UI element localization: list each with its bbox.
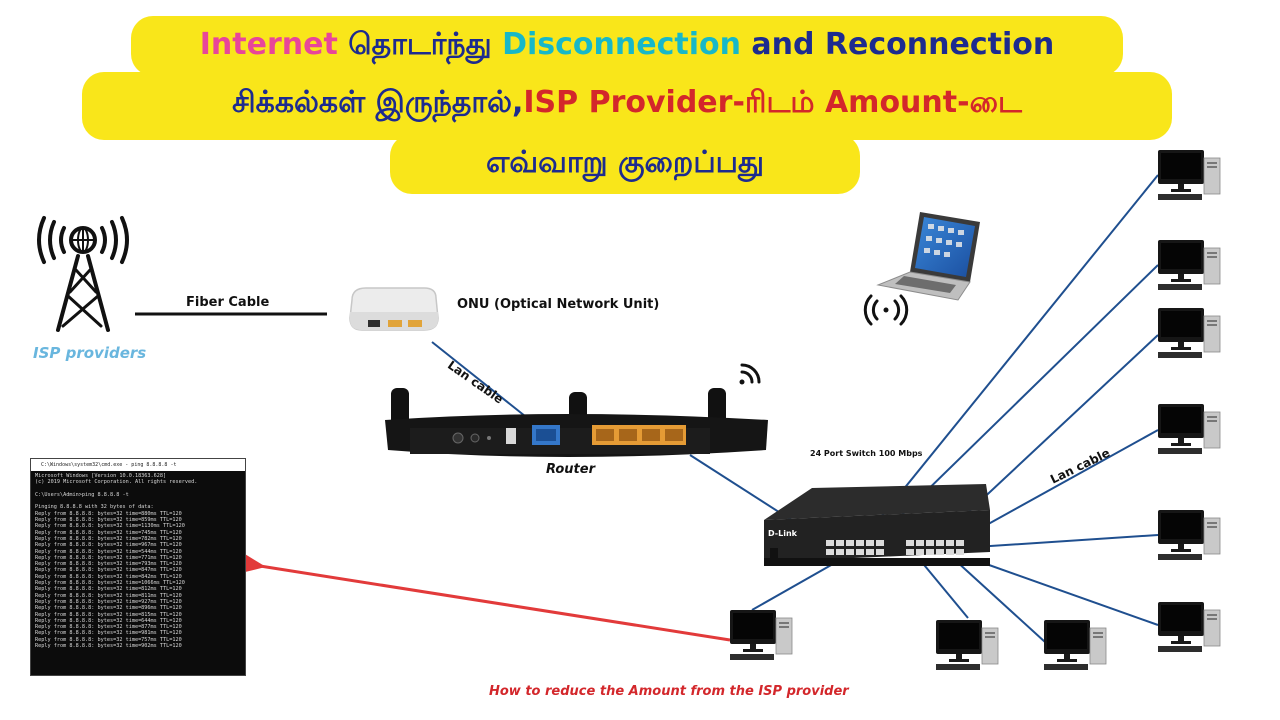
desktop-computer-icon (729, 609, 793, 661)
desktop-computer-icon (1157, 239, 1221, 291)
title-tamil-3: -ரிடம் (732, 85, 825, 120)
title-tamil-4: -டை (957, 85, 1022, 120)
cmd-line: Reply from 8.8.8.8: bytes=32 time=847ms … (35, 567, 182, 574)
cmd-line: Reply from 8.8.8.8: bytes=32 time=815ms … (35, 611, 182, 618)
cmd-line: Reply from 8.8.8.8: bytes=32 time=842ms … (35, 573, 182, 580)
cmd-line: C:\Users\Admin>ping 8.8.8.8 -t (35, 491, 129, 498)
desktop-computer-icon (935, 619, 999, 671)
cable-pc-7 (954, 559, 1046, 643)
cmd-line: Reply from 8.8.8.8: bytes=32 time=902ms … (35, 643, 182, 650)
title-tamil-1: தொடர்ந்து (337, 27, 503, 62)
title-banner-row2 (82, 72, 1172, 140)
title-banner-row3 (390, 134, 860, 194)
lan-cables (431, 174, 1159, 643)
cmd-line: Microsoft Windows [Version 10.0.18363.62… (35, 473, 167, 479)
cmd-line: Reply from 8.8.8.8: bytes=32 time=771ms … (35, 554, 182, 561)
title-line-1: Internet தொடர்ந்து Disconnection and Rec… (131, 30, 1123, 60)
cmd-line: Reply from 8.8.8.8: bytes=32 time=859ms … (35, 517, 182, 524)
cmd-line: Reply from 8.8.8.8: bytes=32 time=812ms … (35, 586, 182, 593)
desktop-computer-icon (1043, 619, 1107, 671)
wifi-icon-laptop (863, 294, 909, 326)
cmd-line: Reply from 8.8.8.8: bytes=32 time=927ms … (35, 598, 182, 605)
switch-label: 24 Port Switch 100 Mbps (810, 449, 923, 458)
desktop-computer-icon (1157, 601, 1221, 653)
cmd-line: Reply from 8.8.8.8: bytes=32 time=877ms … (35, 624, 182, 631)
cmd-title-bar: C:\Windows\system32\cmd.exe - ping 8.8.8… (31, 459, 245, 471)
cmd-line: Reply from 8.8.8.8: bytes=32 time=811ms … (35, 592, 182, 599)
cable-pc-9 (751, 559, 841, 611)
cmd-line: Reply from 8.8.8.8: bytes=32 time=793ms … (35, 561, 182, 568)
cable-pc-8 (919, 559, 969, 619)
cmd-line: Reply from 8.8.8.8: bytes=32 time=544ms … (35, 548, 182, 555)
title-amount: Amount (824, 85, 958, 120)
title-disconnection: Disconnection (502, 27, 741, 62)
title-reconnection: and Reconnection (740, 27, 1055, 62)
cmd-line: Reply from 8.8.8.8: bytes=32 time=757ms … (35, 636, 182, 643)
cmd-line: Reply from 8.8.8.8: bytes=32 time=782ms … (35, 535, 182, 542)
cmd-line: Reply from 8.8.8.8: bytes=32 time=745ms … (35, 529, 182, 536)
network-switch-icon: D-Link (764, 484, 990, 566)
cmd-line: Reply from 8.8.8.8: bytes=32 time=896ms … (35, 605, 182, 612)
desktop-computer-icon (1157, 509, 1221, 561)
switch-brand: D-Link (768, 529, 798, 538)
laptop-icon (876, 212, 980, 301)
desktop-computer-icon (1157, 403, 1221, 455)
cmd-line: Reply from 8.8.8.8: bytes=32 time=880ms … (35, 510, 182, 517)
cmd-line: Pinging 8.8.8.8 with 32 bytes of data: (35, 504, 154, 511)
title-tamil-2: சிக்கல்கள் இருந்தால், (232, 85, 524, 120)
switch-ports (826, 540, 964, 555)
router-label: Router (546, 462, 595, 477)
desktop-computer-icon (1157, 307, 1221, 359)
onu-label: ONU (Optical Network Unit) (457, 297, 660, 312)
title-banner-row1 (131, 16, 1123, 76)
cmd-line: Reply from 8.8.8.8: bytes=32 time=644ms … (35, 617, 182, 624)
desktop-computer-icon (1157, 149, 1221, 201)
title-line-3: எவ்வாறு குறைப்பது (486, 145, 764, 180)
cell-tower-icon (37, 216, 129, 332)
wifi-icon (739, 363, 761, 385)
isp-providers-label: ISP providers (33, 344, 147, 362)
command-prompt-window: C:\Windows\system32\cmd.exe - ping 8.8.8… (30, 458, 246, 676)
cmd-line: Reply from 8.8.8.8: bytes=32 time=981ms … (35, 630, 182, 637)
router-icon (385, 388, 768, 457)
cmd-line: Reply from 8.8.8.8: bytes=32 time=1066ms… (35, 580, 185, 587)
fiber-cable-label: Fiber Cable (186, 295, 270, 310)
cmd-line: (c) 2019 Microsoft Corporation. All righ… (35, 479, 198, 486)
red-arrow (228, 546, 731, 642)
cable-pc-5 (959, 534, 1159, 549)
title-isp-provider: ISP Provider (523, 85, 733, 120)
title-line-2: சிக்கல்கள் இருந்தால்,ISP Provider-ரிடம் … (82, 88, 1172, 118)
footer-caption: How to reduce the Amount from the ISP pr… (489, 684, 849, 699)
cmd-line: Reply from 8.8.8.8: bytes=32 time=967ms … (35, 542, 182, 549)
cable-pc-6 (974, 559, 1159, 626)
cmd-line: Reply from 8.8.8.8: bytes=32 time=1130ms… (35, 523, 185, 530)
title-internet: Internet (199, 27, 338, 62)
cmd-output: Microsoft Windows [Version 10.0.18363.62… (31, 471, 245, 651)
onu-device-icon (349, 287, 439, 331)
